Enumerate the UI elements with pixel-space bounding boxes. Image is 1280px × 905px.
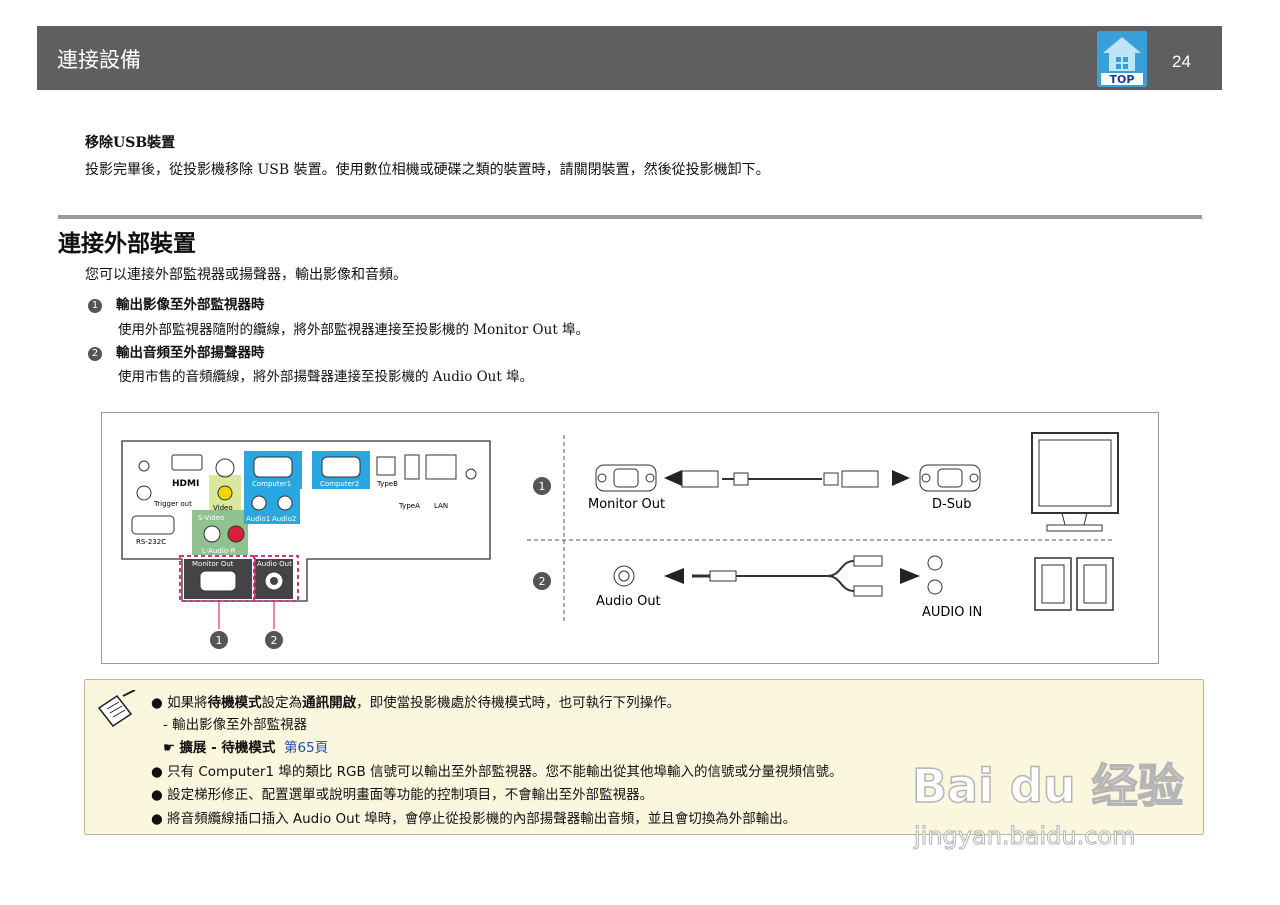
typeb-label: TypeB	[376, 480, 398, 488]
item-desc: 使用市售的音頻纜線，將外部揚聲器連接至投影機的 Audio Out 埠。	[118, 369, 534, 385]
section-intro: 您可以連接外部監視器或揚聲器，輸出影像和音頻。	[85, 267, 407, 283]
list-item: 2 輸出音頻至外部揚聲器時	[88, 341, 265, 361]
page-title: 連接設備	[57, 48, 141, 72]
projector-panel: HDMI Trigger out RS-232C Video S-Video L…	[121, 440, 491, 649]
hdmi-label: HDMI	[172, 479, 199, 489]
usb-heading: 移除USB裝置	[85, 135, 176, 151]
section-title: 連接外部裝置	[58, 231, 196, 257]
trigger-label: Trigger out	[153, 500, 192, 508]
row2-num: 2	[539, 575, 546, 588]
audio-connection: 2 Audio Out AUDIO IN	[533, 555, 1114, 620]
note-bullet-2: ● 只有 Computer1 埠的類比 RGB 信號可以輸出至外部監視器。您不能…	[151, 764, 843, 780]
page-link[interactable]: 第65頁	[284, 740, 329, 756]
item-label: 輸出影像至外部監視器時	[116, 297, 265, 313]
note-bullet-3: ● 設定梯形修正、配置選單或說明畫面等功能的控制項目，不會輸出至外部監視器。	[151, 787, 654, 803]
list-item: 1 輸出影像至外部監視器時	[88, 293, 265, 313]
pointing-hand-icon: ☛	[163, 740, 180, 756]
row1-num: 1	[539, 480, 546, 493]
typea-label: TypeA	[398, 502, 420, 510]
watermark-url: jingyan.baidu.com	[913, 822, 1135, 850]
audio-lr-label: L-Audio-R	[202, 547, 236, 555]
computer1-label: Computer1	[252, 480, 291, 488]
monitor-out-port-label: Monitor Out	[192, 560, 234, 568]
top-button[interactable]: TOP	[1097, 31, 1147, 87]
audio-out-port-label: Audio Out	[257, 560, 292, 568]
note-sub-item: - 輸出影像至外部監視器	[163, 717, 308, 733]
note-box: ● 如果將待機模式設定為通訊開啟，即使當投影機處於待機模式時，也可執行下列操作。…	[84, 679, 1204, 835]
lan-label: LAN	[434, 502, 448, 510]
note-pencil-icon	[97, 690, 136, 728]
callout-2: 2	[271, 634, 278, 647]
rs232-label: RS-232C	[136, 538, 166, 546]
row2-left-label: Audio Out	[596, 594, 661, 609]
usb-text: 投影完畢後，從投影機移除 USB 裝置。使用數位相機或硬碟之類的裝置時，請關閉裝…	[85, 162, 770, 178]
video-label: Video	[213, 504, 233, 512]
note-bullet-4: ● 將音頻纜線插口插入 Audio Out 埠時，會停止從投影機的內部揚聲器輸出…	[151, 811, 797, 827]
top-label: TOP	[1110, 73, 1135, 86]
row1-right-label: D-Sub	[932, 497, 971, 512]
item-desc: 使用外部監視器隨附的纜線，將外部監視器連接至投影機的 Monitor Out 埠…	[118, 322, 590, 338]
callout-1: 1	[216, 634, 223, 647]
diagram-svg: HDMI Trigger out RS-232C Video S-Video L…	[121, 432, 1119, 649]
audio2-label: Audio2	[272, 515, 296, 523]
note-reference: ☛ 擴展 - 待機模式 第65頁	[163, 740, 329, 756]
note-bullet-1: ● 如果將待機模式設定為通訊開啟，即使當投影機處於待機模式時，也可執行下列操作。	[151, 695, 681, 711]
item-number: 1	[88, 299, 102, 313]
computer2-label: Computer2	[320, 480, 359, 488]
item-label: 輸出音頻至外部揚聲器時	[116, 345, 265, 361]
row2-right-label: AUDIO IN	[922, 605, 982, 620]
connection-diagram: HDMI Trigger out RS-232C Video S-Video L…	[101, 412, 1159, 664]
row1-left-label: Monitor Out	[588, 497, 665, 512]
item-number: 2	[88, 347, 102, 361]
baidu-watermark: Bai du 经验 jingyan.baidu.com	[911, 742, 1202, 861]
page-number: 24	[1172, 52, 1191, 71]
page-header: 連接設備 TOP 24	[37, 26, 1222, 90]
audio1-label: Audio1	[246, 515, 270, 523]
svideo-label: S-Video	[198, 514, 224, 522]
section-divider	[58, 215, 1202, 219]
watermark-brand: Bai du 经验	[912, 759, 1184, 813]
monitor-connection: 1 Monitor Out D-Sub	[533, 432, 1119, 532]
home-icon: TOP	[1097, 31, 1147, 87]
